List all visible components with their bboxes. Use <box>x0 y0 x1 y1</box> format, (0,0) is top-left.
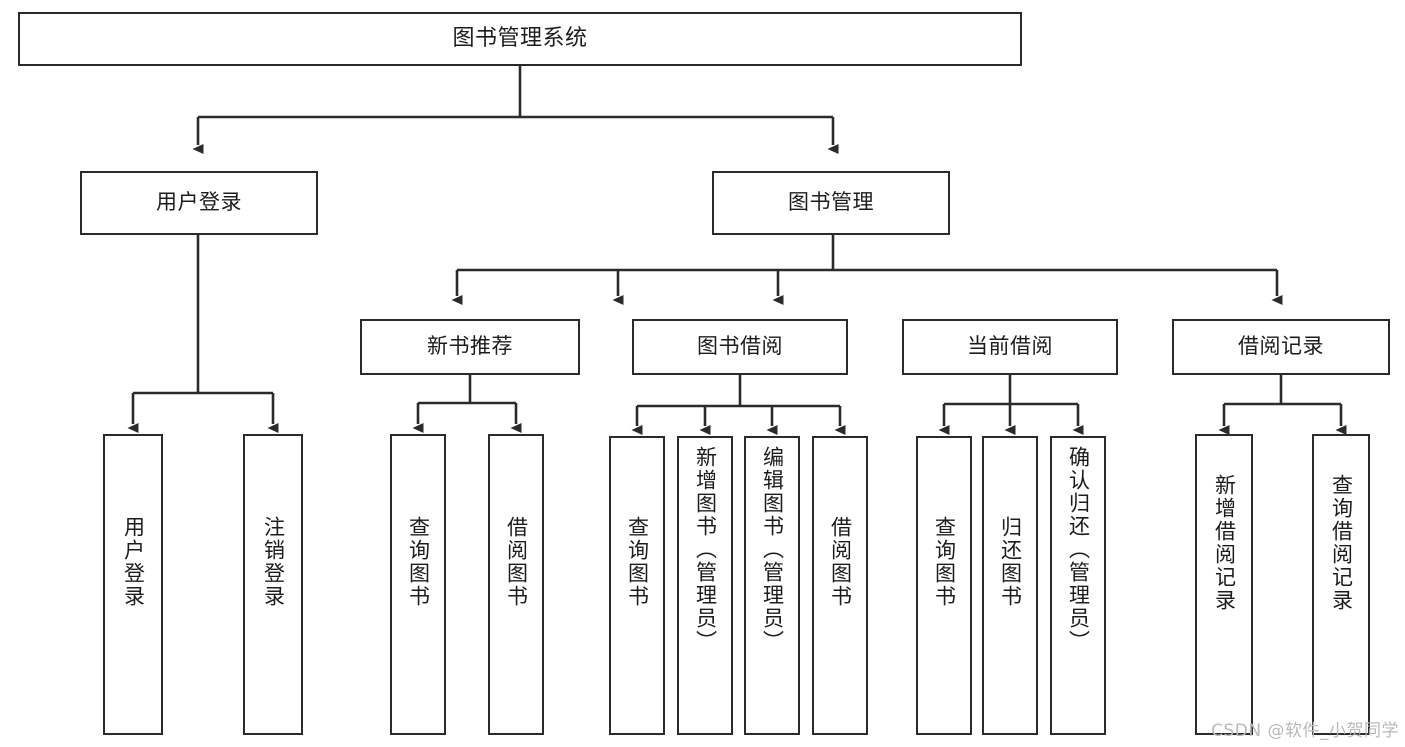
node-leaf-return-book-label: 归还图书 <box>998 516 1023 608</box>
node-leaf-add-book-label: 新增图书（管理员） <box>693 446 718 653</box>
node-leaf-add-book[interactable]: 新增图书（管理员） <box>677 436 733 735</box>
node-user-login-label: 用户登录 <box>156 190 242 215</box>
node-leaf-logout-login[interactable]: 注销登录 <box>243 434 303 735</box>
node-book-management-label: 图书管理 <box>788 190 874 215</box>
node-leaf-query-record[interactable]: 查询借阅记录 <box>1312 434 1370 735</box>
node-leaf-add-record-label: 新增借阅记录 <box>1212 474 1237 612</box>
node-leaf-query-book-1-label: 查询图书 <box>406 516 431 608</box>
node-leaf-edit-book[interactable]: 编辑图书（管理员） <box>744 436 800 735</box>
node-leaf-query-record-label: 查询借阅记录 <box>1329 474 1354 612</box>
node-user-login[interactable]: 用户登录 <box>80 171 318 235</box>
node-leaf-confirm-return-label: 确认归还（管理员） <box>1066 446 1091 653</box>
node-leaf-query-book-3[interactable]: 查询图书 <box>916 436 972 735</box>
node-current-borrow[interactable]: 当前借阅 <box>902 319 1118 375</box>
node-leaf-borrow-book-2-label: 借阅图书 <box>828 516 853 608</box>
node-current-borrow-label: 当前借阅 <box>967 334 1053 359</box>
node-root-label: 图书管理系统 <box>452 25 588 51</box>
node-leaf-borrow-book-1-label: 借阅图书 <box>504 516 529 608</box>
node-leaf-query-book-2-label: 查询图书 <box>625 516 650 608</box>
node-new-book-recommend[interactable]: 新书推荐 <box>360 319 580 375</box>
node-book-borrow-label: 图书借阅 <box>697 334 783 359</box>
node-leaf-confirm-return[interactable]: 确认归还（管理员） <box>1050 436 1106 735</box>
node-leaf-query-book-2[interactable]: 查询图书 <box>609 436 665 735</box>
node-leaf-return-book[interactable]: 归还图书 <box>982 436 1038 735</box>
node-book-management[interactable]: 图书管理 <box>712 171 950 235</box>
node-borrow-record[interactable]: 借阅记录 <box>1172 319 1390 375</box>
node-leaf-user-login[interactable]: 用户登录 <box>103 434 163 735</box>
node-leaf-logout-login-label: 注销登录 <box>261 516 286 608</box>
node-leaf-edit-book-label: 编辑图书（管理员） <box>760 446 785 653</box>
node-new-book-recommend-label: 新书推荐 <box>427 334 513 359</box>
node-leaf-borrow-book-2[interactable]: 借阅图书 <box>812 436 868 735</box>
node-leaf-user-login-label: 用户登录 <box>121 516 146 608</box>
node-leaf-borrow-book-1[interactable]: 借阅图书 <box>488 434 544 735</box>
node-book-borrow[interactable]: 图书借阅 <box>632 319 848 375</box>
node-root[interactable]: 图书管理系统 <box>18 12 1022 66</box>
node-leaf-query-book-3-label: 查询图书 <box>932 516 957 608</box>
node-leaf-query-book-1[interactable]: 查询图书 <box>390 434 446 735</box>
node-borrow-record-label: 借阅记录 <box>1238 334 1324 359</box>
node-leaf-add-record[interactable]: 新增借阅记录 <box>1195 434 1253 735</box>
